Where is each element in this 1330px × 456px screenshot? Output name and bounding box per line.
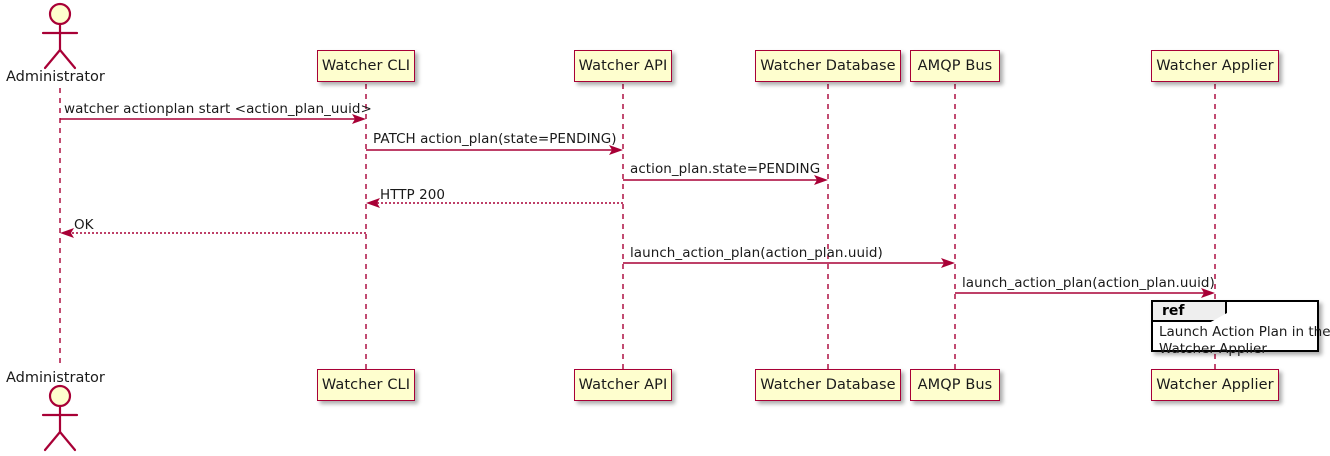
participant-label: Watcher CLI: [321, 377, 411, 393]
message-label-7: launch_action_plan(action_plan.uuid): [962, 275, 1215, 291]
participant-label: Watcher Applier: [1156, 377, 1274, 393]
participant-box-watcher-database-bottom[interactable]: Watcher Database: [755, 369, 901, 401]
message-arrow-2: [366, 145, 623, 155]
participant-label: Watcher Database: [760, 58, 896, 74]
message-label-3: action_plan.state=PENDING: [630, 161, 821, 177]
participant-label: AMQP Bus: [917, 377, 993, 393]
actor-label-administrator-bottom: Administrator: [6, 370, 105, 386]
message-label-5: OK: [74, 217, 94, 233]
ref-frame[interactable]: ref Launch Action Plan in the Watcher Ap…: [1151, 300, 1330, 357]
participant-label: Watcher API: [578, 58, 668, 74]
participant-box-watcher-cli-bottom[interactable]: Watcher CLI: [317, 369, 415, 401]
message-label-2: PATCH action_plan(state=PENDING): [373, 131, 617, 147]
participant-box-watcher-api-bottom[interactable]: Watcher API: [574, 369, 672, 401]
participant-label: AMQP Bus: [917, 58, 993, 74]
participant-box-watcher-database-top[interactable]: Watcher Database: [755, 50, 901, 82]
message-arrow-5: [60, 228, 366, 238]
message-label-1: watcher actionplan start <action_plan_uu…: [64, 101, 372, 117]
participant-label: Watcher CLI: [321, 58, 411, 74]
actor-administrator-top: [41, 2, 79, 70]
participant-label: Watcher Database: [760, 377, 896, 393]
message-label-4: HTTP 200: [380, 187, 446, 203]
message-arrow-7: [955, 288, 1215, 298]
ref-body-line-2: Watcher Applier: [1159, 341, 1267, 357]
ref-keyword: ref: [1162, 303, 1185, 319]
participant-box-amqp-bus-top[interactable]: AMQP Bus: [910, 50, 1000, 82]
participant-label: Watcher API: [578, 377, 668, 393]
participant-box-amqp-bus-bottom[interactable]: AMQP Bus: [910, 369, 1000, 401]
ref-body-text: Launch Action Plan in the Watcher Applie…: [1159, 324, 1330, 358]
participant-box-watcher-cli-top[interactable]: Watcher CLI: [317, 50, 415, 82]
message-arrow-6: [623, 258, 955, 268]
actor-administrator-bottom: [41, 384, 79, 452]
participant-box-watcher-applier-top[interactable]: Watcher Applier: [1151, 50, 1279, 82]
participant-label: Watcher Applier: [1156, 58, 1274, 74]
actor-label-administrator-top: Administrator: [6, 69, 105, 85]
participant-box-watcher-api-top[interactable]: Watcher API: [574, 50, 672, 82]
participant-box-watcher-applier-bottom[interactable]: Watcher Applier: [1151, 369, 1279, 401]
message-arrow-1: [60, 114, 366, 124]
ref-body-line-1: Launch Action Plan in the: [1159, 324, 1330, 340]
message-arrow-3: [623, 175, 828, 185]
message-label-6: launch_action_plan(action_plan.uuid): [630, 245, 883, 261]
message-arrow-4: [366, 198, 623, 208]
ref-tab-label: ref: [1153, 302, 1227, 322]
